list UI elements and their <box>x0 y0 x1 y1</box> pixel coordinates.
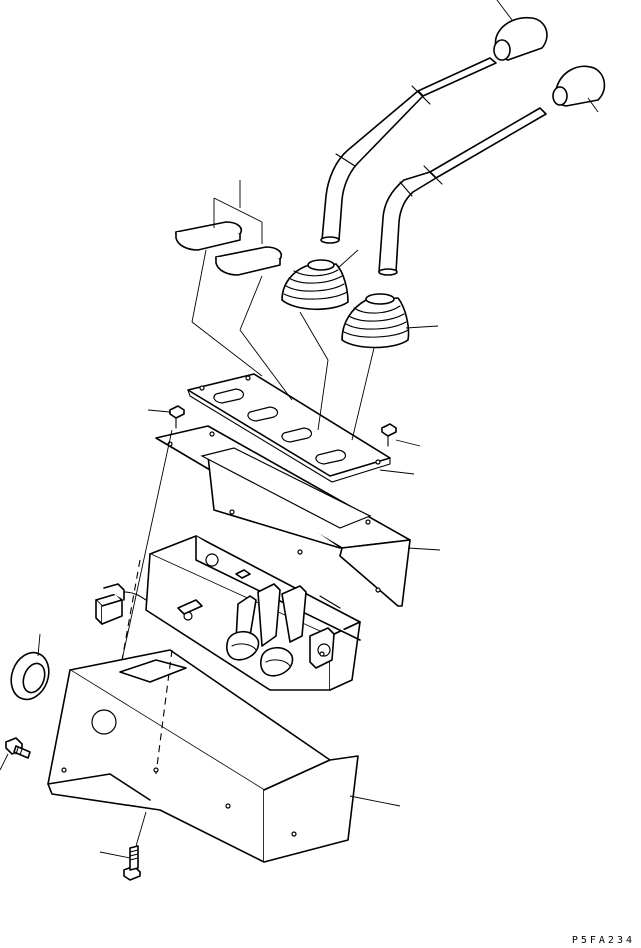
screw-upper-left <box>147 405 185 429</box>
mount-hidden-line <box>121 559 141 661</box>
bolt-bottom <box>99 811 147 881</box>
valve-assembly <box>145 535 361 691</box>
control-lever-right <box>378 107 547 276</box>
connector <box>95 583 147 625</box>
bolt-left <box>0 737 31 771</box>
gasket-plate <box>187 373 391 483</box>
assembly-leaders <box>191 249 375 441</box>
drawing-code: P5FA234 <box>571 935 635 946</box>
lever-knob-left <box>493 0 548 61</box>
screw-leader-left <box>121 429 173 661</box>
top-panel <box>155 425 441 607</box>
screw-upper-right <box>381 423 421 447</box>
rubber-boot-left <box>281 249 359 311</box>
cover-plate-1 <box>175 221 242 251</box>
rubber-boot-right <box>341 293 439 349</box>
gasket-leader <box>379 469 415 475</box>
lower-housing <box>47 649 401 863</box>
cover-leader <box>213 180 263 244</box>
control-lever-left <box>320 57 497 244</box>
lever-knob-right <box>552 65 606 113</box>
grommet <box>10 633 50 701</box>
cover-plate-2 <box>215 246 282 276</box>
